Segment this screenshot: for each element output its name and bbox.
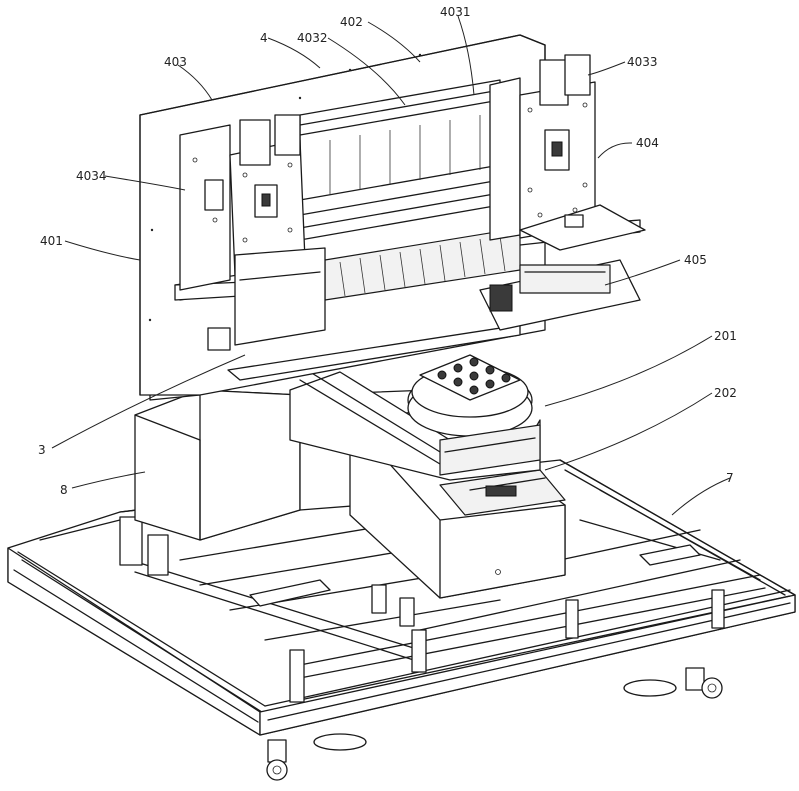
caster-front-mid — [313, 733, 367, 751]
reference-labels: 4 402 4031 4032 403 4033 404 4034 401 40… — [38, 5, 737, 497]
leader-lines — [51, 15, 731, 516]
label-402: 402 — [340, 15, 363, 29]
label-4032: 4032 — [297, 31, 328, 45]
chuck-holes — [437, 357, 511, 395]
label-7: 7 — [726, 471, 734, 485]
label-4: 4 — [260, 31, 268, 45]
label-4033: 4033 — [627, 55, 658, 69]
label-401: 401 — [40, 234, 63, 248]
z-axis-module-left — [179, 114, 326, 351]
label-404: 404 — [636, 136, 659, 150]
label-405: 405 — [684, 253, 707, 267]
z-axis-module-right — [489, 54, 646, 251]
caster-front-left — [266, 739, 288, 781]
label-8: 8 — [60, 483, 68, 497]
rotary-stage — [289, 354, 541, 481]
label-403: 403 — [164, 55, 187, 69]
label-4034: 4034 — [76, 169, 107, 183]
label-201: 201 — [714, 329, 737, 343]
label-3: 3 — [38, 443, 46, 457]
label-202: 202 — [714, 386, 737, 400]
label-4031: 4031 — [440, 5, 471, 19]
caster-right — [623, 667, 723, 699]
